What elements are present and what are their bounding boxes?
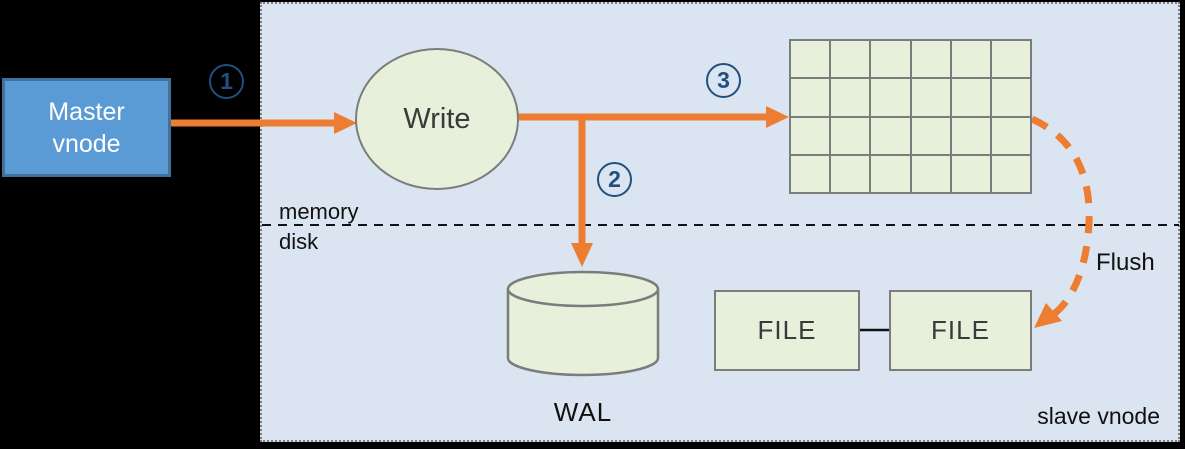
memtable-cell <box>831 117 870 154</box>
master-vnode-box: Master vnode <box>2 78 171 177</box>
master-vnode-label-line1: Master <box>48 97 125 126</box>
memtable-cell <box>951 79 990 116</box>
file-box-2: FILE <box>889 290 1032 371</box>
flush-dashed-arrow <box>1030 115 1093 328</box>
master-vnode-label-line2: vnode <box>52 129 121 158</box>
memtable-cell <box>871 155 910 192</box>
step-1-badge: 1 <box>209 64 244 99</box>
arrow-write-to-memtable <box>514 106 789 128</box>
memtable-cell <box>831 41 870 78</box>
memtable-cell <box>911 117 950 154</box>
memtable-cell <box>991 79 1030 116</box>
arrow-master-to-write <box>171 112 357 134</box>
memtable-cell <box>871 41 910 78</box>
memtable-cell <box>791 117 830 154</box>
disk-label: disk <box>279 229 319 254</box>
wal-cylinder-icon <box>506 270 660 377</box>
memtable-cell <box>911 155 950 192</box>
memtable-cell <box>871 79 910 116</box>
memtable-cell <box>791 155 830 192</box>
step-2-badge: 2 <box>597 162 632 197</box>
flush-label: Flush <box>1096 249 1155 276</box>
slave-vnode-label: slave vnode <box>1037 403 1160 429</box>
step-3-badge: 3 <box>706 63 741 98</box>
file-box-2-label: FILE <box>931 315 990 345</box>
file-box-1-label: FILE <box>757 315 817 345</box>
memtable-cell <box>951 155 990 192</box>
step-2-number: 2 <box>608 166 621 192</box>
memtable-grid <box>789 39 1032 194</box>
wal-label: WAL <box>553 397 613 427</box>
memtable-cell <box>871 117 910 154</box>
file-box-1: FILE <box>714 290 860 371</box>
memtable-cell <box>951 117 990 154</box>
step-1-number: 1 <box>220 68 233 94</box>
memtable-cell <box>991 155 1030 192</box>
write-node: Write <box>355 48 519 190</box>
memtable-cell <box>991 41 1030 78</box>
memtable-cell <box>831 155 870 192</box>
memtable-cell <box>791 41 830 78</box>
write-node-label: Write <box>403 102 471 135</box>
memtable-cell <box>951 41 990 78</box>
arrow-write-to-wal <box>571 114 593 267</box>
memtable-cell <box>791 79 830 116</box>
memory-label: memory <box>279 199 359 224</box>
memtable-cell <box>911 79 950 116</box>
memtable-cell <box>991 117 1030 154</box>
memtable-cell <box>831 79 870 116</box>
memtable-cell <box>911 41 950 78</box>
step-3-number: 3 <box>717 67 730 93</box>
